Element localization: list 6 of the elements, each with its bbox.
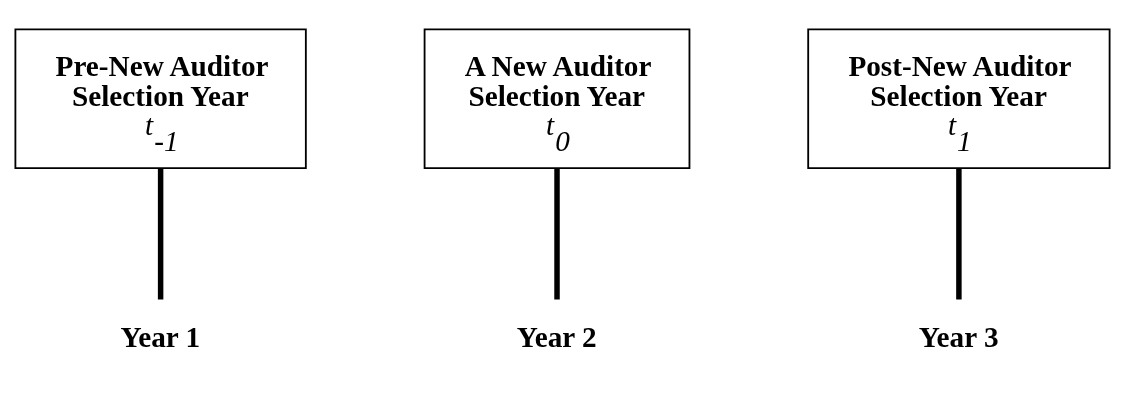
connector [956,168,962,300]
connector [157,168,164,300]
node-text: Year 3 [918,320,999,353]
node-text: Year 1 [120,320,201,353]
node-text: Year 2 [516,320,597,353]
connector [554,168,560,300]
